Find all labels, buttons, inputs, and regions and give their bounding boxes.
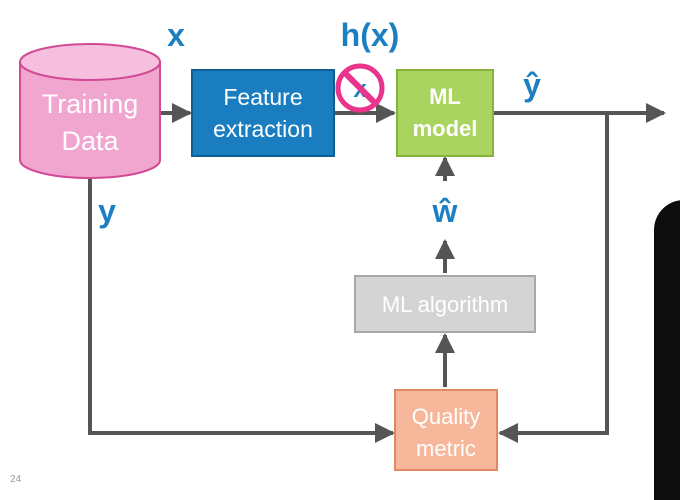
- ml-pipeline-diagram: Training Data Feature extraction ML mode…: [19, 17, 666, 471]
- w-hat-label: ŵ: [432, 193, 458, 229]
- presenter-silhouette: [654, 200, 680, 500]
- training-data-cylinder-body: [19, 62, 161, 179]
- ml-model-label-line1: ML: [429, 84, 461, 109]
- slide-number: 24: [10, 474, 22, 485]
- quality-metric-label-line2: metric: [416, 436, 476, 461]
- feature-extraction-label-line1: Feature: [223, 84, 302, 110]
- ml-model-box: [396, 69, 494, 157]
- edges: [88, 103, 666, 443]
- y-hat-label: ŷ: [523, 67, 541, 103]
- no-symbol-icon: x: [335, 63, 385, 113]
- edge-y-to-quality: [88, 172, 395, 443]
- feature-extraction-box: [191, 69, 335, 157]
- quality-metric-label-line1: Quality: [412, 404, 480, 429]
- h-of-x-label: h(x): [341, 17, 400, 53]
- variable-labels: x h(x) ŷ ŵ y: [98, 17, 541, 229]
- edge-yhat-to-quality: [498, 113, 609, 443]
- training-data-cylinder-top: [19, 43, 161, 81]
- ml-model-node: ML model: [396, 69, 494, 157]
- feature-extraction-label-line2: extraction: [213, 116, 313, 142]
- feature-extraction-node: Feature extraction: [191, 69, 335, 157]
- training-data-label-line1: Training: [42, 89, 139, 119]
- quality-metric-node: Quality metric: [394, 389, 498, 471]
- ml-algorithm-node: ML algorithm: [354, 275, 536, 333]
- ml-algorithm-box: [354, 275, 536, 333]
- ml-algorithm-label: ML algorithm: [382, 292, 508, 317]
- ml-model-label-line2: model: [413, 116, 478, 141]
- training-data-label-line2: Data: [61, 126, 119, 156]
- quality-metric-box: [394, 389, 498, 471]
- training-data-node: Training Data: [19, 43, 161, 179]
- y-label: y: [98, 193, 116, 229]
- x-label: x: [167, 17, 185, 53]
